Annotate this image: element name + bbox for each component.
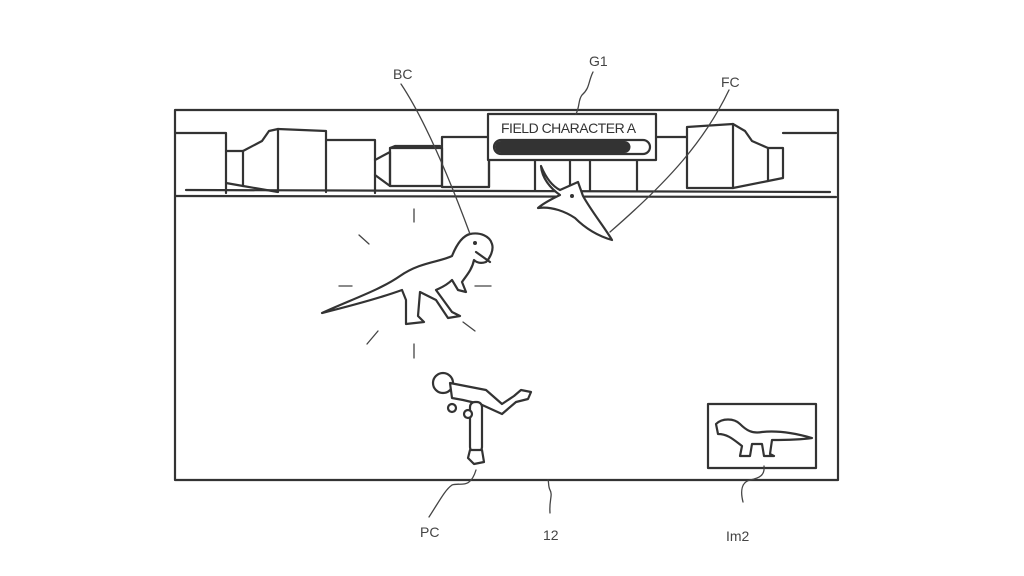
label-pc: PC [420, 524, 439, 540]
highlight-rays [338, 208, 492, 359]
hud-target-panel: FIELD CHARACTER A [486, 112, 658, 162]
label-bc: BC [393, 66, 412, 82]
label-fc: FC [721, 74, 740, 90]
label-screen-12: 12 [543, 527, 559, 543]
player-character [431, 371, 533, 466]
inset-image-im2 [706, 402, 818, 470]
health-bar-fill [495, 141, 631, 153]
label-im2: Im2 [726, 528, 750, 544]
leader-lines [400, 71, 765, 518]
field-character-pteranodon [536, 164, 614, 242]
label-g1: G1 [589, 53, 608, 69]
hud-target-name: FIELD CHARACTER A [501, 120, 637, 136]
game-screen-frame [173, 108, 840, 482]
battle-character-trex [320, 232, 494, 326]
